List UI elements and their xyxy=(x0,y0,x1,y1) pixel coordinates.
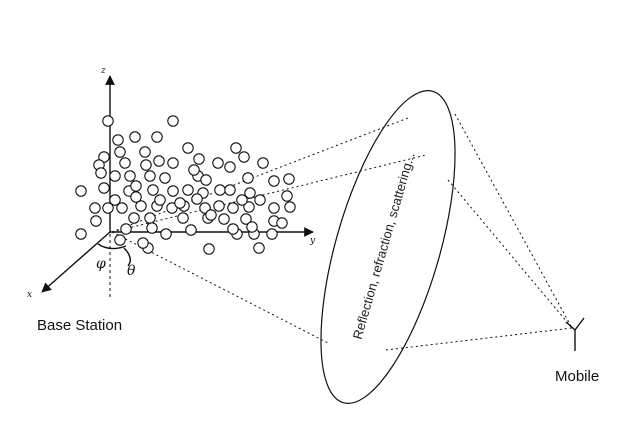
scatterer-point xyxy=(257,157,269,169)
scatterer-point xyxy=(246,221,258,233)
scatterer-point xyxy=(120,223,132,235)
phi-angle-arc xyxy=(97,243,127,250)
y-axis-label: y xyxy=(310,236,316,246)
scatterer-point xyxy=(102,115,114,127)
scatterer-point xyxy=(129,131,141,143)
scatterer-point xyxy=(174,197,186,209)
scatterer-point xyxy=(230,142,242,154)
path-scatter-mobile-3 xyxy=(385,327,573,351)
scatterer-point xyxy=(193,153,205,165)
mobile-label: Mobile xyxy=(555,368,600,385)
z-axis-label: z xyxy=(101,66,106,76)
scatterer-point xyxy=(185,224,197,236)
scatterer-point xyxy=(98,182,110,194)
scatterer-point xyxy=(124,170,136,182)
phi-label: φ xyxy=(96,256,106,272)
scatterer-point xyxy=(114,146,126,158)
scatterer-point xyxy=(154,194,166,206)
scatterer-point xyxy=(238,151,250,163)
path-scatter-mobile-1 xyxy=(454,113,573,329)
scatterer-point xyxy=(116,202,128,214)
scatterer-point xyxy=(243,201,255,213)
scatterer-point xyxy=(109,170,121,182)
scatterer-point xyxy=(281,190,293,202)
scatterer-cluster xyxy=(75,115,296,255)
scatterer-point xyxy=(119,157,131,169)
scatterer-caption: Reflection, refraction, scattering... xyxy=(350,151,418,341)
scatterer-point xyxy=(130,191,142,203)
scatterer-point xyxy=(112,134,124,146)
scatterer-point xyxy=(167,185,179,197)
scatterer-point xyxy=(227,223,239,235)
scatterer-point xyxy=(139,146,151,158)
theta-label: θ xyxy=(127,263,136,279)
scatterer-point xyxy=(242,172,254,184)
scatterer-point xyxy=(128,212,140,224)
scatterer-point xyxy=(95,167,107,179)
scatterer-point xyxy=(182,184,194,196)
scatterer-point xyxy=(203,243,215,255)
scatterer-point xyxy=(244,187,256,199)
scatterer-point xyxy=(167,115,179,127)
base-station-label: Base Station xyxy=(37,317,123,334)
scatterer-point xyxy=(254,194,266,206)
scatterer-point xyxy=(191,193,203,205)
x-axis-label: x xyxy=(27,290,33,300)
scatterer-point xyxy=(144,212,156,224)
scatterer-point xyxy=(224,161,236,173)
scatterer-point xyxy=(75,228,87,240)
scatterer-point xyxy=(160,228,172,240)
scatterer-point xyxy=(283,173,295,185)
scatterer-point xyxy=(177,212,189,224)
path-bs-mid xyxy=(111,154,427,233)
scatterer-point xyxy=(200,174,212,186)
scatterer-point xyxy=(90,215,102,227)
scatterer-point xyxy=(253,242,265,254)
scatterer-point xyxy=(147,184,159,196)
scatterer-point xyxy=(135,200,147,212)
scatterer-point xyxy=(266,228,278,240)
theta-angle-arc xyxy=(123,247,131,267)
scatterer-point xyxy=(212,157,224,169)
scatterer-point xyxy=(284,201,296,213)
scatterer-point xyxy=(268,175,280,187)
scatterer-point xyxy=(205,209,217,221)
scatterer-point xyxy=(109,194,121,206)
x-axis xyxy=(41,231,111,293)
scatterer-point xyxy=(102,202,114,214)
scatterer-point xyxy=(268,202,280,214)
path-scatter-mobile-2 xyxy=(447,179,573,329)
scatterer-point xyxy=(140,159,152,171)
scatterer-point xyxy=(213,200,225,212)
scatterer-ellipse xyxy=(320,90,456,404)
scatterer-point xyxy=(167,157,179,169)
scatterer-point xyxy=(182,142,194,154)
scatterer-point xyxy=(240,213,252,225)
scatterer-point xyxy=(214,184,226,196)
scatterer-point xyxy=(236,194,248,206)
scatterer-point xyxy=(137,237,149,249)
scatterer-point xyxy=(144,170,156,182)
scatterer-point xyxy=(151,131,163,143)
scatterer-point xyxy=(114,234,126,246)
mobile-antenna-icon xyxy=(565,317,585,351)
scatterer-point xyxy=(188,164,200,176)
scatterer-point xyxy=(75,185,87,197)
scatterer-point xyxy=(224,184,236,196)
scatterer-point xyxy=(146,222,158,234)
scatterer-point xyxy=(153,155,165,167)
scatterer-point xyxy=(89,202,101,214)
scatterer-point xyxy=(227,202,239,214)
scatterer-point xyxy=(130,180,142,192)
scatterer-point xyxy=(159,172,171,184)
scatterer-point xyxy=(218,213,230,225)
scatterer-point xyxy=(276,217,288,229)
